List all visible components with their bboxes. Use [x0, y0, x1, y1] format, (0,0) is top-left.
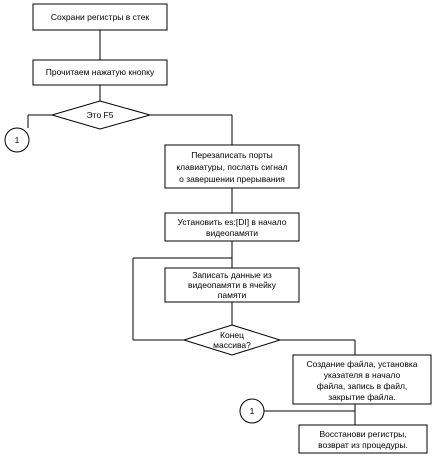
block-rewrite-ports-line-2: клавиатуры, послать сигнал — [176, 162, 287, 172]
connector-circle-bottom: 1 — [239, 398, 265, 424]
block-create-file-line-2: указателя в начало — [324, 370, 401, 380]
connector-bottom-label: 1 — [250, 406, 255, 416]
block-save-registers: Сохрани регистры в стек — [32, 3, 168, 31]
decision-end-of-array-line-1: Конец — [220, 330, 244, 340]
block-rewrite-ports: Перезаписать порты клавиатуры, послать с… — [164, 144, 300, 189]
block-create-file-line-3: файла, запись в файл, — [317, 381, 408, 391]
block-restore-registers-line-2: возврат из процедуры. — [318, 440, 408, 450]
block-create-file: Создание файла, установка указателя в на… — [292, 354, 432, 405]
connector-lines — [27, 30, 356, 425]
block-copy-data-line-3: памяти — [218, 290, 247, 300]
block-rewrite-ports-line-1: Перезаписать порты — [191, 150, 272, 160]
connector-circle-left: 1 — [4, 127, 30, 153]
block-copy-data: Записать данные из видеопамяти в ячейку … — [164, 267, 300, 303]
block-set-di: Установить es:[DI] в начало видеопамяти — [164, 212, 300, 242]
block-rewrite-ports-line-3: о завершении прерывания — [179, 174, 285, 184]
block-create-file-line-1: Создание файла, установка — [306, 359, 417, 369]
block-copy-data-line-2: видеопамяти в ячейку — [188, 280, 277, 290]
decision-is-f5: Это F5 — [50, 100, 152, 130]
block-copy-data-line-1: Записать данные из — [192, 270, 272, 280]
block-set-di-line-2: видеопамяти — [206, 228, 258, 238]
decision-end-of-array: Конец массива? — [182, 324, 282, 356]
block-read-key-text: Прочитаем нажатую кнопку — [46, 67, 155, 77]
block-set-di-line-1: Установить es:[DI] в начало — [178, 217, 287, 227]
block-save-registers-text: Сохрани регистры в стек — [51, 12, 150, 22]
block-read-key: Прочитаем нажатую кнопку — [32, 59, 168, 86]
connector-left-label: 1 — [15, 135, 20, 145]
block-restore-registers: Восстанови регистры, возврат из процедур… — [298, 424, 428, 454]
block-create-file-line-4: закрытие файла. — [328, 392, 395, 402]
decision-is-f5-text: Это F5 — [87, 110, 114, 120]
block-restore-registers-line-1: Восстанови регистры, — [319, 429, 406, 439]
decision-end-of-array-line-2: массива? — [213, 340, 251, 350]
